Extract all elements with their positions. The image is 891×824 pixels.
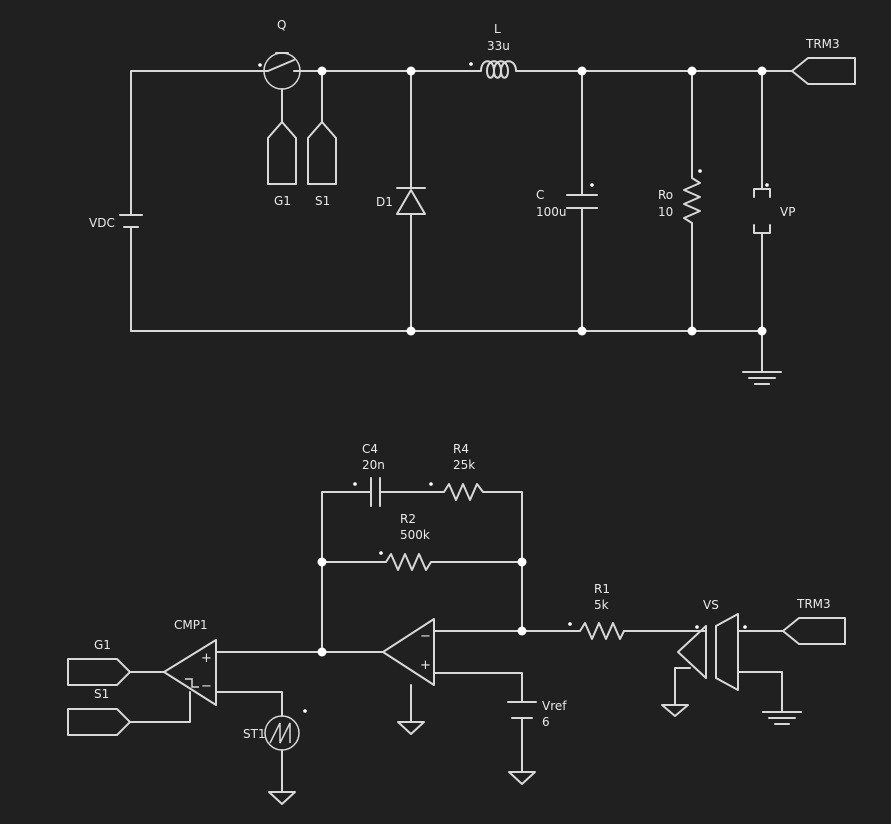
switch-q[interactable]: Q (258, 18, 301, 123)
l-label: L (494, 22, 501, 36)
vdc-label: VDC (89, 216, 115, 230)
diode-d1[interactable]: D1 (376, 187, 426, 215)
r1-label: R1 (594, 582, 610, 596)
voltage-probe-vp[interactable]: VP (753, 183, 795, 234)
control-junctions (317, 557, 527, 657)
r2-label: R2 (400, 512, 416, 526)
cmp1-label: CMP1 (174, 618, 208, 632)
g1-bottom-label: G1 (94, 638, 111, 652)
cmp1-minus-sign: − (201, 679, 212, 694)
vs-label: VS (703, 598, 719, 612)
ground-icon (268, 791, 296, 805)
cmp1-plus-sign: + (201, 651, 212, 666)
d1-label: D1 (376, 195, 393, 209)
capacitor-c[interactable]: C 100u (536, 183, 598, 219)
ground-icon (742, 371, 782, 385)
g1-top-connector[interactable]: G1 (267, 121, 297, 208)
op-amp[interactable]: − + (382, 618, 435, 686)
s1-top-connector[interactable]: S1 (307, 121, 337, 208)
s1-bottom-label: S1 (94, 687, 109, 701)
g1-bottom-connector[interactable]: G1 (67, 638, 131, 686)
c-value: 100u (536, 205, 567, 219)
c4-label: C4 (362, 442, 378, 456)
comparator-cmp1[interactable]: + − CMP1 (163, 618, 217, 706)
vdc-source[interactable]: VDC (89, 214, 143, 230)
ground-icon (661, 704, 689, 717)
sawtooth-source-st1[interactable]: ST1 (243, 709, 307, 751)
resistor-r2[interactable]: R2 500k (378, 512, 438, 571)
op-amp-plus-sign: + (420, 658, 431, 673)
vp-label: VP (780, 205, 795, 219)
power-stage-wires (130, 70, 793, 373)
s1-top-label: S1 (315, 194, 330, 208)
trm3-top-connector[interactable]: TRM3 (791, 37, 856, 85)
r1-value: 5k (594, 598, 609, 612)
ground-icon (508, 771, 536, 785)
voltage-sensor-vs[interactable]: VS (677, 598, 747, 691)
resistor-r4[interactable]: R4 25k (429, 442, 489, 501)
vref-value: 6 (542, 715, 550, 729)
q-label: Q (277, 18, 286, 32)
control-stage-wires (129, 491, 784, 793)
r4-label: R4 (453, 442, 469, 456)
vref-label: Vref (542, 699, 567, 713)
c-label: C (536, 188, 544, 202)
inductor-l[interactable]: L 33u (469, 22, 525, 79)
ro-label: Ro (658, 188, 673, 202)
resistor-r1[interactable]: R1 5k (568, 582, 628, 640)
trm3-bottom-connector[interactable]: TRM3 (782, 597, 846, 645)
ro-value: 10 (658, 205, 673, 219)
power-junctions (317, 66, 767, 336)
vref-source[interactable]: Vref 6 (507, 699, 567, 729)
r4-value: 25k (453, 458, 475, 472)
resistor-ro[interactable]: Ro 10 (658, 169, 702, 231)
op-amp-minus-sign: − (420, 629, 431, 644)
capacitor-c4[interactable]: C4 20n (353, 442, 385, 507)
st1-label: ST1 (243, 727, 266, 741)
trm3-bottom-label: TRM3 (796, 597, 831, 611)
r2-value: 500k (400, 528, 430, 542)
s1-bottom-connector[interactable]: S1 (67, 687, 131, 736)
ground-icon (762, 711, 802, 725)
g1-top-label: G1 (274, 194, 291, 208)
trm3-top-label: TRM3 (805, 37, 840, 51)
c4-value: 20n (362, 458, 385, 472)
l-value: 33u (487, 39, 510, 53)
ground-icon (397, 721, 425, 735)
